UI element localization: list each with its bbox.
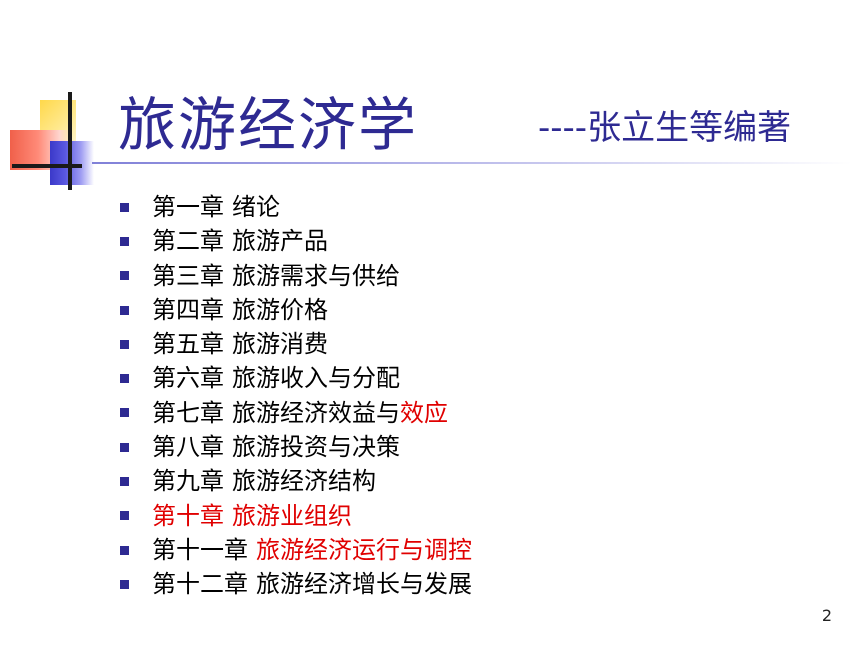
chapter-list: 第一章 绪论 第二章 旅游产品 第三章 旅游需求与供给 第四章 旅游价格 第五章… bbox=[120, 190, 472, 602]
page-number: 2 bbox=[821, 606, 832, 625]
list-item: 第十二章 旅游经济增长与发展 bbox=[120, 567, 472, 601]
list-item: 第三章 旅游需求与供给 bbox=[120, 259, 472, 293]
list-item: 第六章 旅游收入与分配 bbox=[120, 361, 472, 395]
list-item: 第八章 旅游投资与决策 bbox=[120, 430, 472, 464]
bullet-icon bbox=[120, 408, 129, 418]
bullet-icon bbox=[120, 339, 129, 349]
list-item: 第二章 旅游产品 bbox=[120, 224, 472, 258]
list-item: 第一章 绪论 bbox=[120, 190, 472, 224]
chapter-number: 第十一章 bbox=[152, 535, 248, 564]
chapter-number: 第九章 bbox=[152, 467, 224, 496]
slide-title: 旅游经济学 bbox=[118, 91, 419, 159]
chapter-number: 第十二章 bbox=[152, 570, 248, 599]
chapter-name: 旅游需求与供给 bbox=[232, 261, 400, 290]
chapter-name: 旅游经济效益与 bbox=[232, 398, 400, 427]
chapter-number: 第五章 bbox=[152, 330, 224, 359]
chapter-number: 第十章 bbox=[152, 501, 224, 530]
chapter-number: 第四章 bbox=[152, 295, 224, 324]
horizontal-line bbox=[12, 164, 82, 168]
bullet-icon bbox=[120, 305, 129, 315]
bullet-icon bbox=[120, 202, 129, 212]
chapter-name: 旅游经济结构 bbox=[232, 467, 376, 496]
bullet-icon bbox=[120, 271, 129, 281]
chapter-number: 第一章 bbox=[152, 193, 224, 221]
bullet-icon bbox=[120, 236, 129, 246]
list-item: 第七章 旅游经济效益与效应 bbox=[120, 396, 472, 430]
bullet-icon bbox=[120, 477, 129, 487]
chapter-name: 绪论 bbox=[232, 193, 280, 221]
list-item: 第十一章 旅游经济运行与调控 bbox=[120, 533, 472, 567]
chapter-name: 旅游经济增长与发展 bbox=[256, 570, 472, 599]
chapter-name: 旅游投资与决策 bbox=[232, 433, 400, 462]
chapter-name-highlight: 效应 bbox=[400, 398, 448, 427]
list-item: 第九章 旅游经济结构 bbox=[120, 464, 472, 498]
chapter-number: 第八章 bbox=[152, 433, 224, 462]
list-item: 第四章 旅游价格 bbox=[120, 293, 472, 327]
chapter-number: 第六章 bbox=[152, 364, 224, 393]
bullet-icon bbox=[120, 579, 129, 589]
title-underline bbox=[92, 162, 852, 164]
chapter-name-highlight: 旅游业组织 bbox=[232, 501, 352, 530]
chapter-name: 旅游价格 bbox=[232, 295, 328, 324]
blue-square bbox=[50, 141, 94, 185]
chapter-name-highlight: 旅游经济运行与调控 bbox=[256, 535, 472, 564]
chapter-name: 旅游消费 bbox=[232, 330, 328, 359]
chapter-number: 第二章 bbox=[152, 227, 224, 256]
bullet-icon bbox=[120, 511, 129, 521]
decorative-squares bbox=[0, 0, 130, 200]
list-item: 第十章 旅游业组织 bbox=[120, 499, 472, 533]
bullet-icon bbox=[120, 374, 129, 384]
list-item: 第五章 旅游消费 bbox=[120, 327, 472, 361]
bullet-icon bbox=[120, 545, 129, 555]
chapter-name: 旅游产品 bbox=[232, 227, 328, 256]
chapter-number: 第七章 bbox=[152, 398, 224, 427]
vertical-line bbox=[68, 92, 72, 190]
chapter-number: 第三章 bbox=[152, 261, 224, 290]
slide-subtitle: ----张立生等编著 bbox=[538, 108, 792, 148]
chapter-name: 旅游收入与分配 bbox=[232, 364, 400, 393]
bullet-icon bbox=[120, 442, 129, 452]
